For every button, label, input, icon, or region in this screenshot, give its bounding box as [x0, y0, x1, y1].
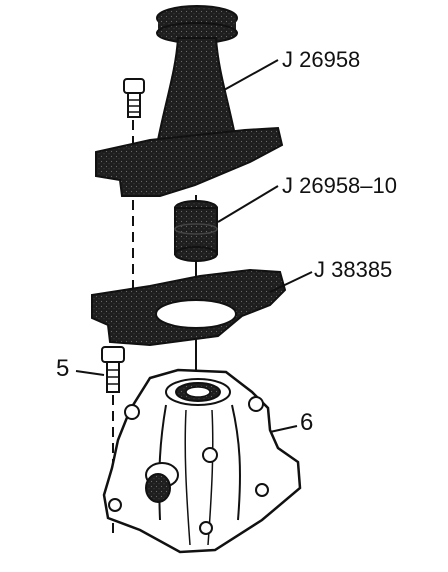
label-item-6: 6 [300, 409, 314, 436]
upper-bolt [123, 78, 145, 118]
holding-plate-j38385 [91, 268, 287, 347]
installer-tool-j26958 [95, 5, 284, 197]
label-j26958: J 26958 [282, 47, 361, 72]
leader-item-6 [269, 425, 298, 433]
leader-j26958 [223, 59, 279, 91]
adapter-j26958-10 [174, 200, 218, 262]
label-j26958-10: J 26958–10 [282, 173, 397, 198]
label-item-5: 5 [56, 355, 70, 382]
leader-lines [75, 59, 313, 433]
label-j38385: J 38385 [314, 257, 393, 282]
leader-item-5 [75, 370, 105, 376]
housing-item-6 [102, 368, 302, 554]
lower-bolt-item-5 [101, 346, 125, 393]
leader-j38385 [269, 271, 313, 293]
leader-j26958-10 [217, 185, 279, 223]
